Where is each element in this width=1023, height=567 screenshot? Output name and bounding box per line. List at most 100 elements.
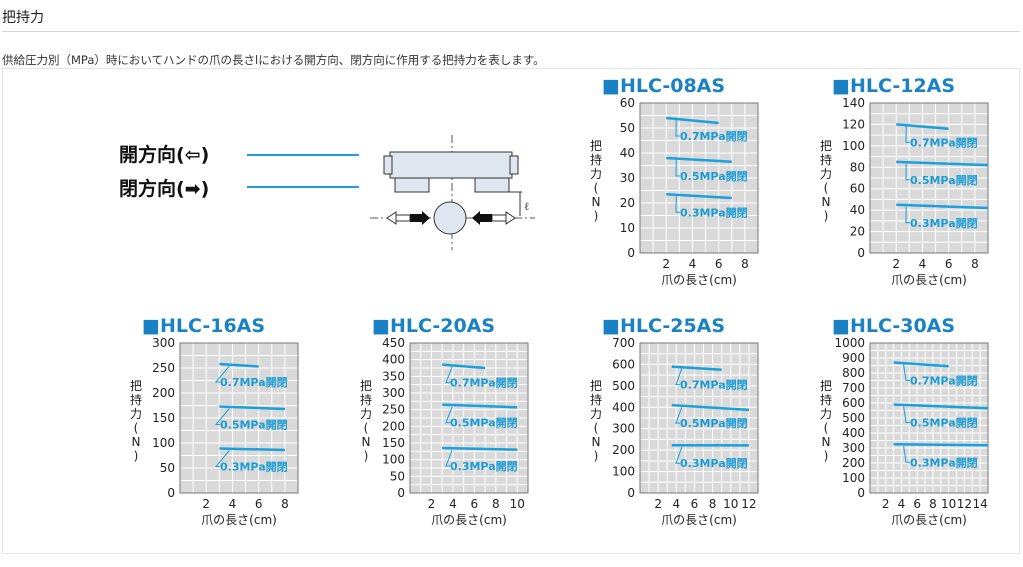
y-tick-label: 20	[620, 196, 635, 210]
series-line	[666, 156, 732, 163]
series-line	[893, 361, 949, 368]
x-tick-label: 2	[662, 257, 670, 271]
y-axis-label: 把持力(N)	[130, 379, 142, 463]
x-tick-label: 8	[741, 257, 749, 271]
y-axis-label: 把持力(N)	[590, 139, 602, 223]
y-tick-label: 0	[397, 486, 405, 500]
gripper-diagram: ℓ	[370, 135, 535, 250]
x-tick-label: 8	[492, 497, 500, 511]
chart-title: ■HLC-08AS	[602, 75, 725, 97]
y-axis-label: 把持力(N)	[590, 379, 602, 463]
open-arrow-right-shaft	[491, 214, 507, 222]
page-description: 供給圧力別（MPa）時においてハンドの爪の長さlにおける開方向、閉方向に作用する…	[2, 53, 545, 67]
legend-diagram: 開方向(⇦) 閉方向(➡) ℓ	[110, 130, 540, 250]
series-line	[671, 365, 722, 372]
series-label-leader	[445, 366, 453, 384]
legend-open-label: 開方向(⇦)	[119, 144, 210, 166]
series-line	[219, 405, 285, 411]
series-line	[219, 362, 259, 368]
x-tick-label: 8	[971, 257, 979, 271]
open-arrow-left-shaft	[395, 214, 411, 222]
series-label: 0.3MPa開閉	[220, 461, 288, 474]
series-label-leader	[675, 159, 680, 177]
y-tick-label: 300	[382, 386, 405, 400]
series-line	[893, 403, 989, 410]
y-tick-label: 400	[382, 353, 405, 367]
y-tick-label: 300	[152, 336, 175, 350]
y-tick-label: 150	[382, 436, 405, 450]
series-line	[442, 363, 486, 370]
x-tick-label: 8	[929, 497, 937, 511]
series-label-leader	[905, 126, 910, 143]
series-line	[442, 446, 518, 451]
series-label: 0.3MPa開閉	[910, 456, 978, 469]
x-tick-label: 2	[428, 497, 436, 511]
x-tick-label: 6	[945, 257, 953, 271]
y-tick-label: 100	[842, 139, 865, 153]
y-tick-label: 40	[620, 146, 635, 160]
series-label: 0.5MPa開閉	[910, 174, 978, 187]
x-tick-label: 2	[882, 497, 890, 511]
chart-hlc-30as: ■HLC-30AS0100200300400500600700800900100…	[820, 315, 989, 527]
x-tick-label: 6	[913, 497, 921, 511]
page-title: 把持力	[2, 10, 44, 26]
series-label: 0.5MPa開閉	[220, 419, 288, 432]
x-tick-label: 4	[229, 497, 237, 511]
series-label-leader	[675, 196, 680, 213]
y-tick-label: 500	[612, 379, 635, 393]
plot-border	[869, 102, 989, 254]
legend-open-line	[247, 154, 359, 156]
series-label-leader	[214, 408, 230, 425]
x-tick-label: 6	[471, 497, 479, 511]
series-label: 0.7MPa開閉	[450, 377, 518, 390]
y-tick-label: 40	[850, 203, 865, 217]
chart-title: ■HLC-20AS	[372, 315, 495, 337]
series-label: 0.5MPa開閉	[680, 417, 748, 430]
series-label-leader	[675, 368, 683, 386]
chart-title: ■HLC-16AS	[142, 315, 265, 337]
y-tick-label: 100	[152, 436, 175, 450]
series-line	[666, 193, 732, 200]
series-label: 0.5MPa開閉	[680, 170, 748, 183]
y-tick-label: 10	[620, 221, 635, 235]
gripper-body-left-cap	[383, 155, 393, 175]
x-tick-label: 8	[281, 497, 289, 511]
y-tick-label: 700	[612, 336, 635, 350]
x-tick-label: 8	[709, 497, 717, 511]
y-tick-label: 200	[612, 443, 635, 457]
y-tick-label: 30	[620, 171, 635, 185]
y-tick-label: 600	[842, 396, 865, 410]
y-tick-label: 0	[167, 486, 175, 500]
series-label: 0.5MPa開閉	[450, 417, 518, 430]
x-axis-label: 爪の長さ(cm)	[661, 273, 737, 287]
series-label: 0.7MPa開閉	[910, 136, 978, 149]
x-tick-label: 4	[689, 257, 697, 271]
y-tick-label: 250	[152, 361, 175, 375]
y-tick-label: 0	[627, 486, 635, 500]
y-tick-label: 100	[842, 471, 865, 485]
x-tick-label: 12	[741, 497, 756, 511]
series-line	[893, 443, 989, 447]
series-label: 0.7MPa開閉	[220, 376, 288, 389]
series-label: 0.5MPa開閉	[910, 417, 978, 430]
y-tick-label: 100	[612, 465, 635, 479]
plot-border	[639, 102, 759, 254]
series-label-leader	[903, 364, 910, 381]
y-tick-label: 60	[620, 96, 635, 110]
x-tick-label: 2	[202, 497, 210, 511]
series-label-leader	[905, 163, 910, 181]
x-tick-label: 6	[715, 257, 723, 271]
y-tick-label: 140	[842, 96, 865, 110]
y-tick-label: 60	[850, 182, 865, 196]
workpiece-circle	[433, 201, 467, 235]
close-arrow-left-icon	[410, 211, 430, 225]
y-axis-label: 把持力(N)	[360, 379, 372, 463]
chart-title: ■HLC-12AS	[832, 75, 955, 97]
gripper-jaw-right	[474, 177, 510, 193]
legend-close-line	[247, 186, 359, 188]
y-tick-label: 400	[612, 400, 635, 414]
